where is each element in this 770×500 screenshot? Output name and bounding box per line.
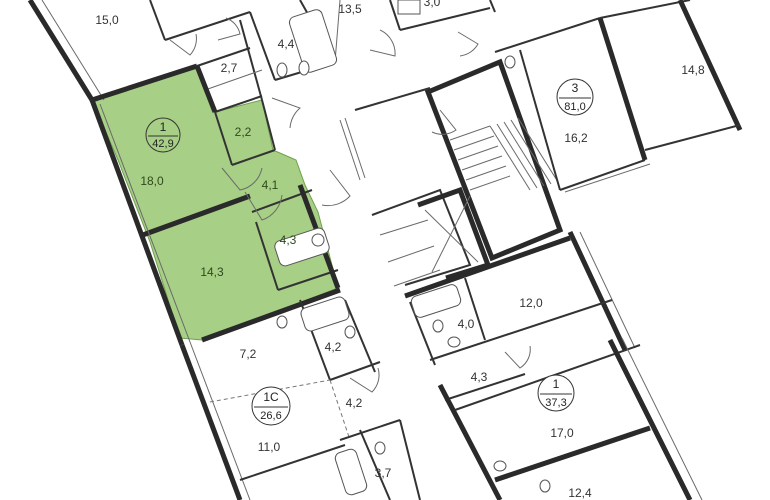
room-area-label: 4,2 xyxy=(325,340,342,354)
apartment-area: 37,3 xyxy=(545,397,566,409)
apartment-badge[interactable]: 1 42,9 xyxy=(145,117,181,153)
apartment-number: 1 xyxy=(160,120,167,134)
room-area-label: 3,0 xyxy=(424,0,441,9)
room-area-label: 14,8 xyxy=(681,63,705,77)
room-area-label: 16,2 xyxy=(564,131,588,145)
room-area-label: 4,3 xyxy=(280,233,297,247)
room-area-label: 7,2 xyxy=(240,347,257,361)
room-area-label: 11,0 xyxy=(258,440,281,454)
apartment-number: 1 xyxy=(553,377,560,391)
room-area-label: 3,7 xyxy=(375,466,392,480)
corridor-and-stairs xyxy=(339,58,564,287)
room-area-label: 4,2 xyxy=(346,396,363,410)
room-area-label: 2,2 xyxy=(235,125,252,139)
room-area-label: 4,0 xyxy=(458,317,475,331)
walls-apartment-3 xyxy=(494,0,743,193)
door-swings xyxy=(169,17,531,393)
apartment-area: 81,0 xyxy=(564,101,585,113)
apartment-badge[interactable]: 3 81,0 xyxy=(556,78,594,116)
apartment-badge[interactable]: 1 37,3 xyxy=(537,374,575,412)
walls-highlighted xyxy=(91,63,341,343)
highlighted-apartment-divider xyxy=(139,193,251,239)
apartment-number: 1С xyxy=(263,390,279,404)
apartment-area: 42,9 xyxy=(152,138,173,150)
room-area-label: 12,4 xyxy=(568,486,592,500)
room-area-label: 13,5 xyxy=(338,2,362,16)
room-area-label: 2,7 xyxy=(221,61,238,75)
apartment-number: 3 xyxy=(572,81,579,95)
stair-treads xyxy=(449,117,559,191)
apartment-badge[interactable]: 1С 26,6 xyxy=(251,386,291,426)
room-area-label: 15,0 xyxy=(95,13,119,27)
apartment-area: 26,6 xyxy=(260,410,281,422)
room-area-label: 4,3 xyxy=(471,370,488,384)
walls-top-left xyxy=(149,0,496,113)
room-area-label: 12,0 xyxy=(519,296,543,310)
room-area-labels: 15,0 13,5 3,0 4,4 2,7 14,8 16,2 2,2 18,0… xyxy=(95,0,705,500)
walls-lower-center xyxy=(404,230,703,500)
facade-left xyxy=(27,0,251,500)
bathroom-fixtures xyxy=(274,0,551,496)
room-area-label: 4,1 xyxy=(262,178,279,192)
room-area-label: 14,3 xyxy=(200,265,224,279)
room-area-label: 18,0 xyxy=(140,174,164,188)
room-area-label: 4,4 xyxy=(278,37,295,51)
room-area-label: 17,0 xyxy=(550,426,574,440)
